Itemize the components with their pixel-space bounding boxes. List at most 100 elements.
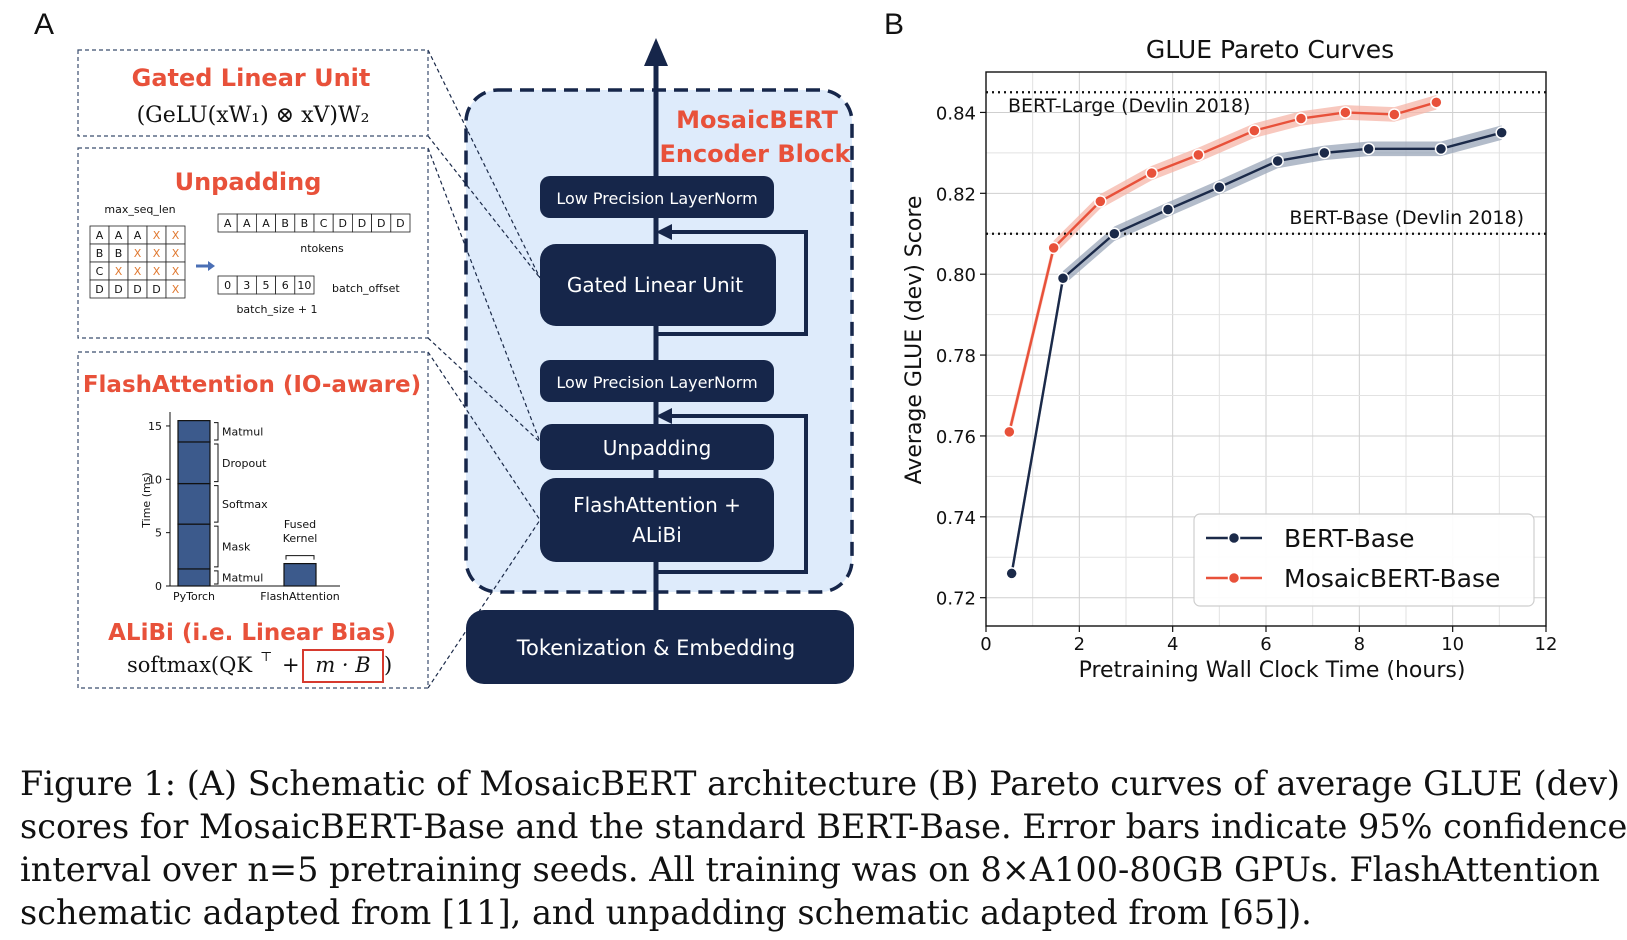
flash-fused-bar bbox=[283, 562, 317, 587]
data-point bbox=[1294, 112, 1308, 125]
glue-pareto-chart: BERT-Large (Devlin 2018)BERT-Base (Devli… bbox=[936, 71, 1558, 655]
grid-cell-text: X bbox=[153, 247, 161, 260]
grid-cell-text: X bbox=[172, 265, 180, 278]
residual-loop-top bbox=[656, 230, 808, 336]
flash-segment-label: Mask bbox=[222, 541, 251, 554]
x-tick-label: 2 bbox=[1074, 634, 1085, 655]
data-point bbox=[1005, 567, 1018, 580]
alibi-bias-box bbox=[302, 649, 384, 683]
ntoken-cell-text: A bbox=[224, 217, 232, 230]
ntoken-cell-text: D bbox=[358, 217, 366, 230]
flash-ylabel: Time (ms) bbox=[140, 472, 153, 528]
alibi-formula-plus: + bbox=[282, 653, 300, 677]
data-point bbox=[1145, 166, 1158, 180]
legend-label: BERT-Base bbox=[1284, 524, 1414, 553]
y-tick-label: 0.78 bbox=[936, 346, 976, 367]
data-point bbox=[1434, 142, 1448, 156]
flash-alibi-inset bbox=[77, 351, 429, 689]
series-line bbox=[1010, 131, 1502, 574]
flash-stack-segment bbox=[177, 441, 211, 485]
ntoken-cell-text: B bbox=[281, 217, 289, 230]
data-point bbox=[1003, 425, 1016, 439]
flash-ytick-label: 15 bbox=[148, 420, 162, 433]
data-point bbox=[1271, 154, 1284, 168]
data-point bbox=[1362, 142, 1375, 156]
arrow-right-icon bbox=[196, 261, 215, 271]
flash-fused-bracket bbox=[285, 555, 315, 560]
offset-cell-text: 5 bbox=[263, 279, 270, 292]
ntoken-cell-text: D bbox=[396, 217, 404, 230]
data-point bbox=[1318, 146, 1331, 160]
x-tick-label: 12 bbox=[1535, 634, 1558, 655]
grid-cell-text: X bbox=[172, 283, 180, 296]
flash-fused-label: Fused bbox=[284, 518, 316, 531]
grid-cell-text: D bbox=[152, 283, 160, 296]
grid-cell-text: D bbox=[114, 283, 122, 296]
grid-cell-text: D bbox=[133, 283, 141, 296]
grid-cell-text: X bbox=[134, 265, 142, 278]
y-tick-label: 0.80 bbox=[936, 265, 976, 286]
embedding-node-label: Tokenization & Embedding bbox=[516, 636, 796, 660]
grid-cell-text: D bbox=[95, 283, 103, 296]
connector-lines bbox=[427, 49, 541, 689]
chart-xlabel: Pretraining Wall Clock Time (hours) bbox=[1079, 658, 1466, 683]
series-line bbox=[1008, 101, 1437, 433]
flash-segment-bracket bbox=[214, 485, 219, 523]
y-tick-label: 0.82 bbox=[936, 184, 976, 205]
figure: A Gated Linear Unit (GeLU(xW₁) ⊗ xV)W₂ U… bbox=[34, 8, 1558, 689]
grid-cell-text: B bbox=[96, 247, 104, 260]
alibi-formula-pre: softmax(QK bbox=[127, 653, 252, 677]
legend-box bbox=[1193, 513, 1535, 607]
max-seq-len-label: max_seq_len bbox=[104, 203, 175, 216]
grid-cell-text: A bbox=[96, 229, 104, 242]
data-point bbox=[1430, 96, 1443, 109]
y-tick-label: 0.74 bbox=[936, 508, 976, 529]
batch-size-label: batch_size + 1 bbox=[236, 303, 317, 316]
layernorm-top-label: Low Precision LayerNorm bbox=[556, 189, 757, 208]
flash-segment-label: Dropout bbox=[222, 457, 267, 470]
grid-cell-text: A bbox=[115, 229, 123, 242]
data-point bbox=[1056, 271, 1070, 285]
flash-segment-label: Matmul bbox=[222, 571, 263, 584]
flash-xcat-label: PyTorch bbox=[173, 590, 215, 603]
ntoken-cell-text: D bbox=[339, 217, 347, 230]
data-point bbox=[1339, 106, 1352, 119]
flash-segment-bracket bbox=[214, 570, 219, 585]
flash-stack-segment bbox=[177, 420, 211, 443]
glu-inset bbox=[77, 49, 429, 137]
offset-cell-text: 10 bbox=[297, 279, 311, 292]
grid-cell-text: X bbox=[134, 247, 142, 260]
glu-formula: (GeLU(xW₁) ⊗ xV)W₂ bbox=[137, 103, 370, 128]
figure-caption: Figure 1: (A) Schematic of MosaicBERT ar… bbox=[20, 762, 1627, 934]
y-tick-label: 0.72 bbox=[936, 589, 976, 610]
caption-line: interval over n=5 pretraining seeds. All… bbox=[20, 850, 1600, 889]
reference-line-label: BERT-Large (Devlin 2018) bbox=[1008, 95, 1250, 117]
data-point bbox=[1094, 195, 1107, 208]
flash-stack-segment bbox=[177, 482, 211, 525]
unpadding-node bbox=[540, 424, 774, 470]
alibi-formula-t: ⊤ bbox=[260, 650, 272, 665]
ntoken-cell-text: B bbox=[301, 217, 309, 230]
panel-b-letter: B bbox=[884, 8, 904, 41]
data-point bbox=[1108, 227, 1121, 241]
flash-segment-label: Matmul bbox=[222, 425, 263, 438]
offset-cell bbox=[294, 275, 315, 295]
flash-fused-label: Kernel bbox=[283, 532, 318, 545]
glu-inset-title: Gated Linear Unit bbox=[132, 64, 371, 92]
flash-ytick-label: 5 bbox=[155, 527, 162, 540]
grid-cell-text: X bbox=[153, 229, 161, 242]
caption-line: schematic adapted from [11], and unpaddi… bbox=[20, 893, 1312, 932]
x-tick-label: 8 bbox=[1354, 634, 1365, 655]
flash-segment-label: Softmax bbox=[222, 498, 268, 511]
x-tick-label: 10 bbox=[1441, 634, 1464, 655]
chart-ylabel: Average GLUE (dev) Score bbox=[902, 196, 927, 485]
legend-marker bbox=[1227, 531, 1241, 545]
grid-cell-text: B bbox=[115, 247, 123, 260]
layernorm-bottom-node bbox=[540, 360, 774, 402]
flash-bar-chart: 051015MatmulMaskSoftmaxDropoutMatmulFuse… bbox=[148, 412, 340, 603]
layernorm-bottom-label: Low Precision LayerNorm bbox=[556, 373, 757, 392]
glu-node bbox=[540, 244, 776, 326]
